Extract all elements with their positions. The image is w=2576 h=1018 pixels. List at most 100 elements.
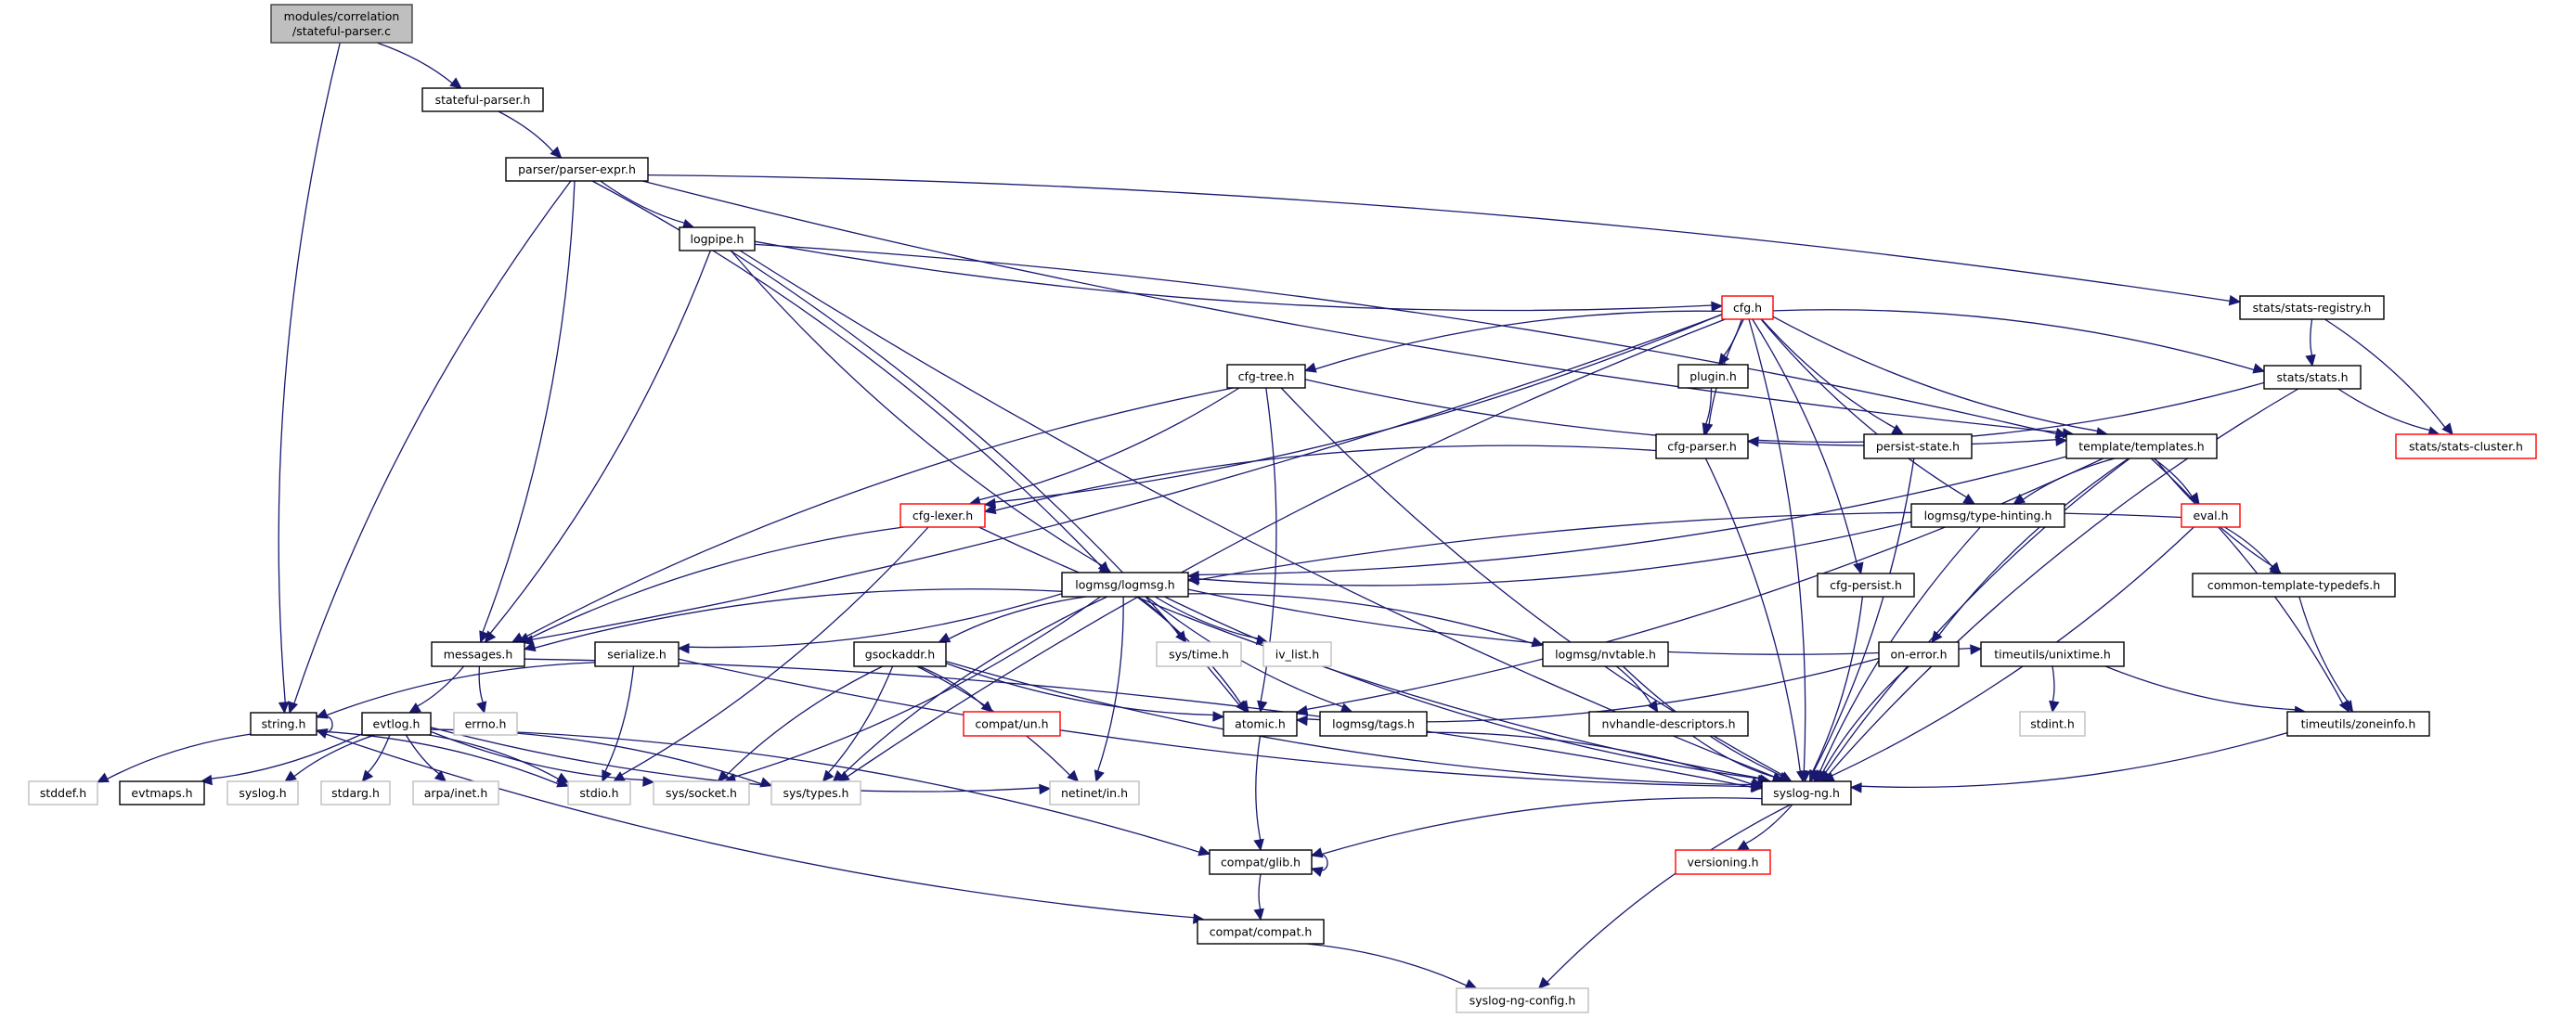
node-stdarg-h: stdarg.h: [320, 780, 391, 805]
node-label: sys/time.h: [1169, 648, 1229, 662]
node-stateful-parser-h[interactable]: stateful-parser.h: [421, 87, 544, 112]
node-logmsg-h[interactable]: logmsg/logmsg.h: [1061, 572, 1189, 598]
node-cfg-h[interactable]: cfg.h: [1721, 295, 1774, 320]
edge-on_error_h-to-syslog_ng_h: [1815, 665, 1909, 783]
node-versioning-h[interactable]: versioning.h: [1675, 849, 1771, 875]
node-nvhandle-descriptors-h[interactable]: nvhandle-descriptors.h: [1588, 711, 1749, 737]
edge-arrowhead: [1795, 769, 1807, 783]
node-parser-expr-h[interactable]: parser/parser-expr.h: [505, 157, 649, 182]
edge-line: [840, 596, 1107, 777]
edge-evtlog_h-to-syslog_h: [284, 734, 376, 782]
node-syslog-h: syslog.h: [227, 780, 299, 805]
edge-line: [1859, 731, 2288, 788]
edge-arrowhead: [2305, 354, 2316, 367]
node-gsockaddr-h[interactable]: gsockaddr.h: [853, 641, 947, 667]
node-box: [250, 712, 317, 736]
node-cfg-parser-h[interactable]: cfg-parser.h: [1655, 433, 1749, 459]
node-messages-h[interactable]: messages.h: [431, 641, 525, 667]
edge-logmsg_h-to-nvtable_h: [1187, 593, 1545, 648]
edge-arrowhead: [479, 630, 490, 644]
edge-evtlog_h-to-compat_glib_h: [430, 728, 1211, 857]
node-label: evtmaps.h: [131, 786, 192, 800]
edge-arrowhead: [288, 701, 299, 715]
node-box: [2065, 433, 2218, 459]
node-stats-registry-h[interactable]: stats/stats-registry.h: [2239, 295, 2385, 320]
node-label: stats/stats-cluster.h: [2409, 440, 2523, 454]
edge-line: [2298, 596, 2349, 704]
edge-arrowhead: [642, 776, 655, 787]
node-type-hinting-h[interactable]: logmsg/type-hinting.h: [1910, 503, 2065, 528]
edge-eval_h-to-common_template_typedefs_h: [2224, 526, 2281, 574]
node-box: [28, 780, 98, 805]
node-box: [2239, 295, 2385, 320]
edge-line: [106, 733, 252, 780]
node-box: [431, 641, 525, 667]
node-persist-state-h[interactable]: persist-state.h: [1863, 433, 1973, 459]
node-string-h[interactable]: string.h: [250, 712, 317, 736]
node-syslog-ng-h[interactable]: syslog-ng.h: [1761, 780, 1852, 805]
edge-arrowhead: [1310, 847, 1324, 858]
node-label: stateful-parser.h: [435, 93, 531, 107]
node-unixtime-h[interactable]: timeutils/unixtime.h: [1980, 641, 2125, 667]
edge-line: [430, 728, 1201, 854]
node-box: [1319, 711, 1428, 737]
edge-arrowhead: [1711, 301, 1724, 312]
node-logpipe-h[interactable]: logpipe.h: [679, 226, 756, 251]
node-label: sys/types.h: [783, 786, 849, 800]
node-netinet-in-h: netinet/in.h: [1049, 780, 1140, 805]
edge-arrowhead: [200, 774, 214, 786]
node-common-template-typedefs-h[interactable]: common-template-typedefs.h: [2192, 573, 2396, 598]
edge-tags_h-to-syslog_ng_h: [1426, 731, 1764, 788]
node-label: sys/socket.h: [666, 786, 737, 800]
node-cfg-persist-h[interactable]: cfg-persist.h: [1817, 573, 1915, 598]
node-eval-h[interactable]: eval.h: [2181, 503, 2241, 528]
edge-line: [2310, 318, 2313, 357]
edge-line: [1137, 596, 1180, 637]
node-nvtable-h[interactable]: logmsg/nvtable.h: [1542, 641, 1669, 667]
node-compat-compat-h[interactable]: compat/compat.h: [1197, 919, 1325, 945]
node-box: [2286, 711, 2430, 737]
node-serialize-h[interactable]: serialize.h: [594, 641, 680, 667]
node-on-error-h[interactable]: on-error.h: [1878, 641, 1960, 667]
edge-line: [1760, 318, 1968, 499]
node-label: versioning.h: [1687, 856, 1758, 870]
edge-cfg_persist_h-to-syslog_ng_h: [1809, 596, 1864, 783]
node-root[interactable]: modules/correlation/stateful-parser.c: [270, 4, 413, 44]
edges-layer: [96, 42, 2453, 989]
node-templates-h[interactable]: template/templates.h: [2065, 433, 2218, 459]
edge-line: [1704, 387, 1713, 426]
node-zoneinfo-h[interactable]: timeutils/zoneinfo.h: [2286, 711, 2430, 737]
edge-arrowhead: [1746, 436, 1759, 447]
node-evtmaps-h[interactable]: evtmaps.h: [119, 780, 205, 805]
node-tags-h[interactable]: logmsg/tags.h: [1319, 711, 1428, 737]
edge-line: [278, 42, 341, 704]
edge-logpipe_h-to-cfg_h: [754, 240, 1724, 312]
edge-line: [1314, 310, 1723, 370]
node-atomic-h[interactable]: atomic.h: [1223, 711, 1298, 737]
node-label: string.h: [262, 717, 306, 731]
node-evtlog-h[interactable]: evtlog.h: [361, 712, 432, 736]
edge-evtlog_h-to-stdarg_h: [361, 734, 391, 782]
edge-serialize_h-to-stdio_h: [602, 665, 635, 783]
node-plugin-h[interactable]: plugin.h: [1677, 364, 1749, 389]
edge-compat_compat_h-to-syslog_ng_config_h: [1306, 943, 1478, 989]
node-box: [1980, 641, 2125, 667]
edge-cfg_parser_h-to-syslog_ng_h: [1704, 457, 1807, 783]
edge-line: [1187, 593, 1534, 645]
edge-evtlog_h-to-sys_socket_h: [430, 730, 655, 787]
node-label: atomic.h: [1235, 717, 1286, 731]
node-stats-h[interactable]: stats/stats.h: [2263, 365, 2362, 390]
node-stats-cluster-h[interactable]: stats/stats-cluster.h: [2395, 433, 2537, 459]
edge-cfg_h-to-cfg_persist_h: [1752, 318, 1864, 575]
node-label: logpipe.h: [691, 232, 744, 246]
edge-line: [754, 240, 1714, 312]
node-box: [361, 712, 432, 736]
node-cfg-tree-h[interactable]: cfg-tree.h: [1226, 364, 1306, 389]
node-compat-un-h[interactable]: compat/un.h: [963, 711, 1061, 737]
node-compat-glib-h[interactable]: compat/glib.h: [1209, 849, 1313, 875]
edge-arrowhead: [1094, 769, 1105, 783]
node-cfg-lexer-h[interactable]: cfg-lexer.h: [900, 503, 986, 528]
edge-arrowhead: [96, 772, 110, 783]
edge-line: [1831, 526, 2194, 777]
edge-templates_h-to-on_error_h: [1931, 457, 2129, 643]
